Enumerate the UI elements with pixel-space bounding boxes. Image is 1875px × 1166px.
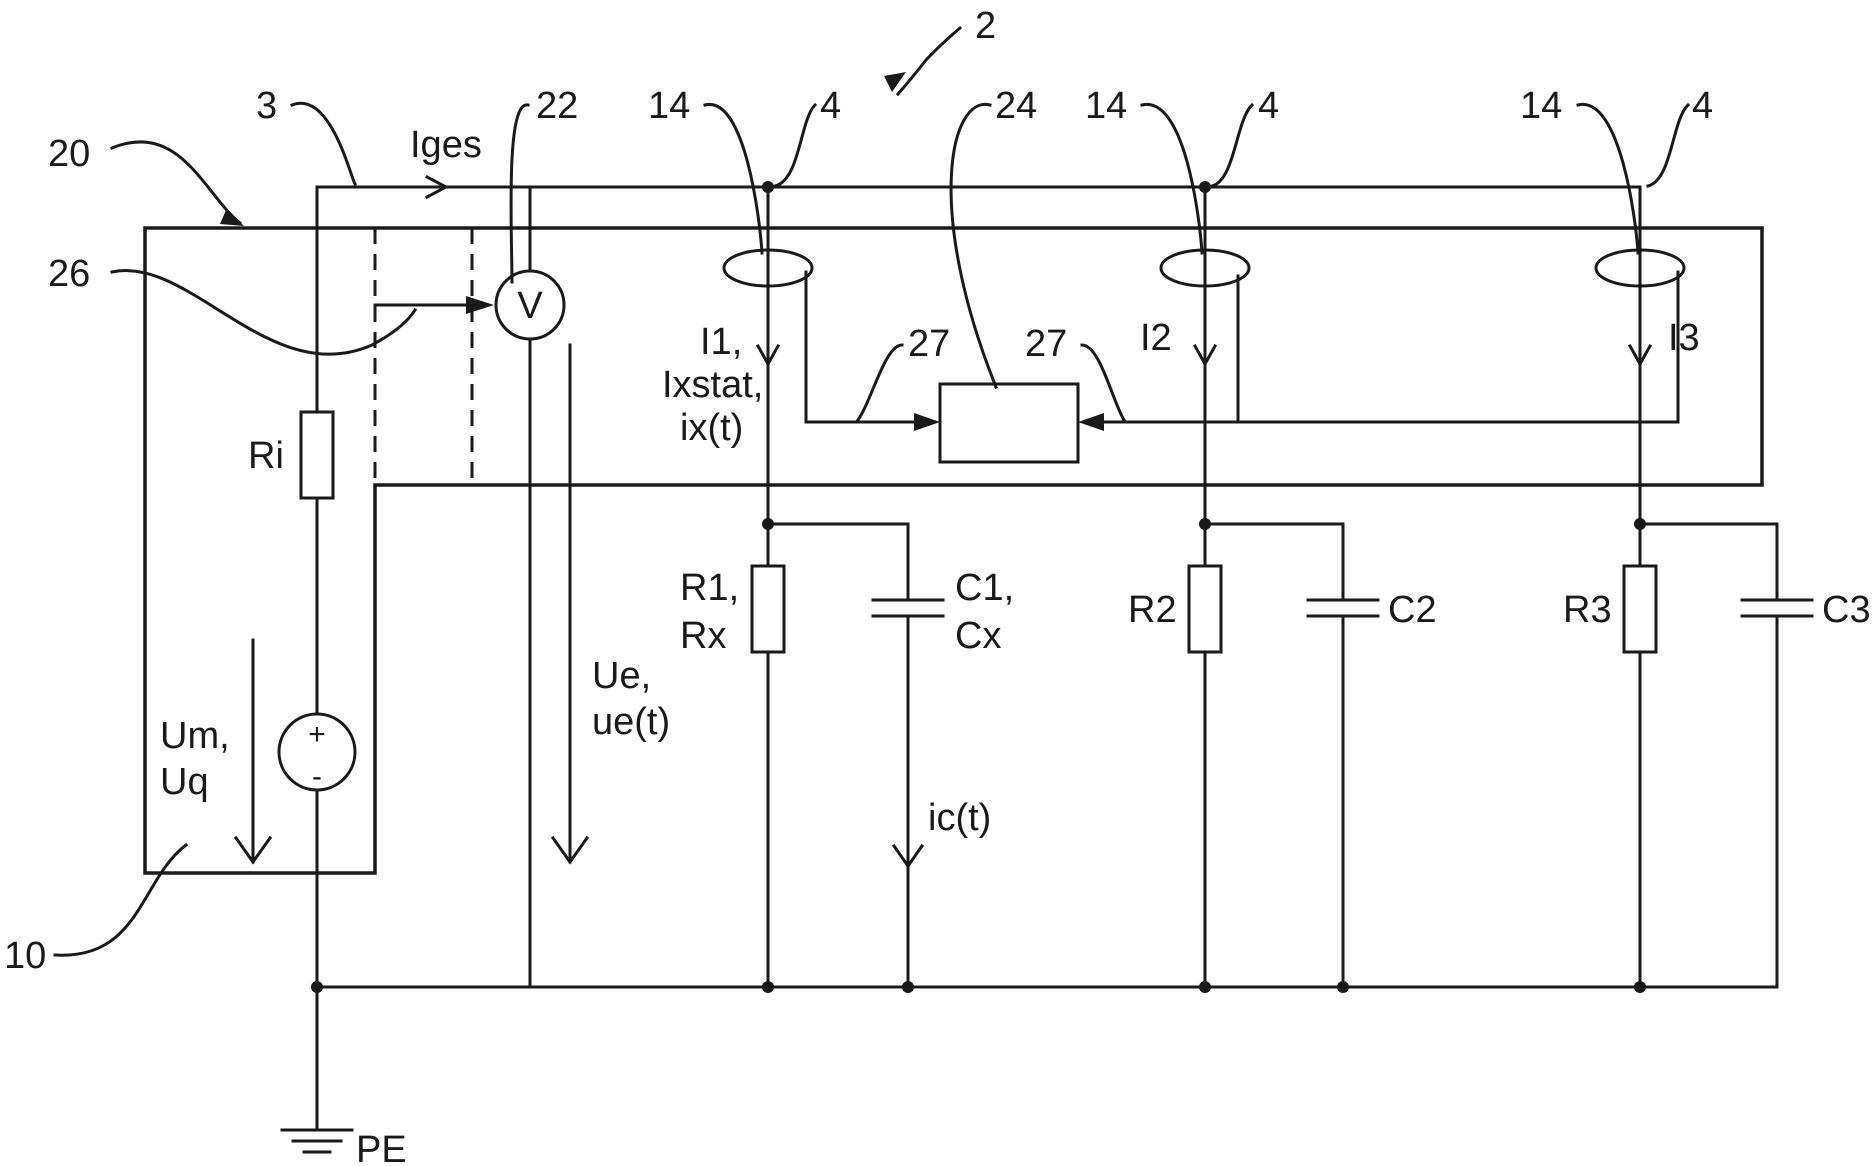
ref-label-24: 24 — [995, 85, 1037, 127]
i1-label-line2: Ixstat, — [662, 364, 763, 406]
current-sensor-3 — [1594, 248, 1686, 288]
junction-dot — [311, 981, 323, 993]
signal-arrow-right — [1078, 413, 1104, 431]
ref-label-2: 2 — [975, 5, 996, 47]
c1-label-line1: C1, — [955, 567, 1014, 609]
leader-4a — [773, 102, 818, 188]
r2-label: R2 — [1128, 589, 1177, 631]
ground-icon — [280, 1128, 354, 1154]
c1-label-line2: Cx — [955, 615, 1001, 657]
ref-label-3: 3 — [256, 85, 277, 127]
voltmeter-label: V — [517, 285, 543, 327]
leader-26 — [110, 269, 418, 356]
ref-label-27a: 27 — [908, 323, 950, 365]
source-plus-label: + — [308, 718, 326, 751]
leader-24 — [949, 102, 998, 389]
leader-4b — [1210, 102, 1255, 188]
iges-arrow — [424, 174, 450, 200]
i2-arrow — [1192, 343, 1218, 368]
ref-label-22: 22 — [536, 85, 578, 127]
signal-line-sensor1 — [804, 270, 916, 424]
internal-resistor-ri — [299, 410, 335, 500]
r1-label-line2: Rx — [680, 615, 726, 657]
leader-22 — [509, 103, 530, 284]
current-sensor-2 — [1159, 248, 1251, 288]
ref-label-10: 10 — [4, 935, 46, 977]
leader-20 — [110, 140, 243, 226]
r3-label: R3 — [1563, 589, 1612, 631]
ri-label: Ri — [248, 435, 284, 477]
ref-label-26: 26 — [48, 253, 90, 295]
ic-arrow — [891, 843, 925, 869]
leader-3 — [290, 101, 358, 187]
ref-label-20: 20 — [48, 133, 90, 175]
source-minus-label: - — [312, 760, 322, 793]
um-arrow-head — [233, 835, 273, 865]
junction-dot — [762, 181, 774, 193]
device-housing-20 — [143, 226, 1764, 875]
junction-dot — [762, 518, 774, 530]
current-sensor-1 — [722, 248, 814, 288]
signal-line-sensor3 — [1102, 270, 1680, 424]
leader-27a — [855, 343, 904, 423]
resistor-r1 — [750, 564, 786, 654]
um-label-line1: Um, — [160, 715, 230, 757]
junction-dot — [1199, 181, 1211, 193]
junction-dot — [1199, 981, 1211, 993]
i1-label-line3: ix(t) — [680, 407, 743, 449]
junction-dot — [1634, 518, 1646, 530]
c3-label: C3 — [1822, 589, 1871, 631]
pe-label: PE — [356, 1129, 407, 1166]
iges-label: Iges — [410, 124, 482, 166]
um-label-line2: Uq — [160, 761, 209, 803]
leader-20-head — [220, 210, 244, 226]
ue-label-line1: Ue, — [592, 655, 651, 697]
ic-label: ic(t) — [928, 797, 991, 839]
i3-arrow — [1627, 343, 1653, 368]
ref-label-14c: 14 — [1520, 85, 1562, 127]
measurement-arrow-26-head — [466, 296, 494, 314]
leader-2 — [895, 25, 963, 97]
branch3-cap-wire — [1638, 522, 1779, 602]
junction-dot — [1634, 981, 1646, 993]
ref-label-27b: 27 — [1025, 323, 1067, 365]
resistor-r3 — [1622, 564, 1658, 654]
leader-14c — [1576, 103, 1640, 255]
evaluation-unit-24 — [938, 382, 1080, 464]
ref-label-14b: 14 — [1085, 85, 1127, 127]
junction-dot — [762, 981, 774, 993]
i3-label: I3 — [1668, 317, 1700, 359]
top-conductor — [315, 185, 1642, 486]
c2-label: C2 — [1388, 589, 1437, 631]
branch1-cap-wire — [766, 522, 910, 602]
i1-label-line1: I1, — [700, 321, 742, 363]
r1-label-line1: R1, — [680, 567, 739, 609]
leader-27b — [1080, 343, 1127, 423]
ref-label-4a: 4 — [820, 85, 841, 127]
junction-dot — [902, 981, 914, 993]
ue-label-line2: ue(t) — [592, 701, 670, 743]
leader-4c — [1646, 102, 1691, 188]
junction-dot — [1337, 981, 1349, 993]
ref-label-4b: 4 — [1258, 85, 1279, 127]
leader-10 — [53, 842, 189, 957]
ue-arrow-head — [550, 835, 590, 865]
resistor-r2 — [1187, 564, 1223, 654]
i1-arrow — [755, 343, 781, 368]
leader-14b — [1140, 103, 1204, 255]
branch2-cap-wire — [1203, 522, 1345, 602]
signal-arrow-left — [914, 413, 940, 431]
ref-label-14a: 14 — [648, 85, 690, 127]
i2-label: I2 — [1140, 317, 1172, 359]
leader-14a — [703, 103, 764, 255]
ref-label-4c: 4 — [1692, 85, 1713, 127]
junction-dot — [1199, 518, 1211, 530]
leader-2-head — [884, 72, 906, 92]
